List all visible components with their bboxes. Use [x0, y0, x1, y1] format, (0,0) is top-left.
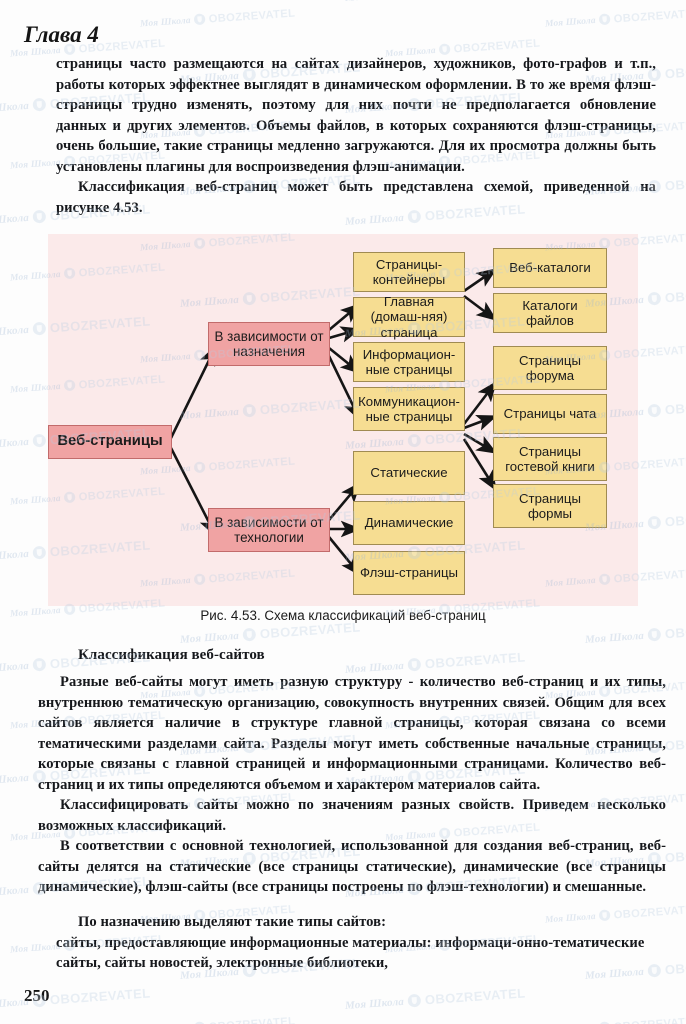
- watermark-brand-text: OBOZREVATEL: [424, 985, 526, 1008]
- paragraph-block-top: страницы часто размещаются на сайтах диз…: [56, 54, 656, 218]
- globe-icon: [647, 627, 662, 642]
- watermark-brand-text: OBOZREVATEL: [664, 507, 686, 530]
- watermark-brand-text: OBOZREVATEL: [664, 171, 686, 194]
- globe-icon: [407, 993, 422, 1008]
- node-forum-pages: Страницы форума: [493, 346, 607, 390]
- globe-icon: [32, 209, 47, 224]
- watermark-brand-text: OBOZREVATEL: [664, 731, 686, 754]
- watermark-school-text: Моя Школа: [0, 435, 30, 451]
- watermark: Моя Школа OBOZREVATEL: [545, 6, 686, 30]
- paragraph-2: Классифицировать сайты можно по значения…: [38, 797, 666, 834]
- watermark-school-text: Моя Школа: [0, 547, 30, 563]
- watermark-school-text: Моя Школа: [0, 883, 30, 899]
- watermark-school-text: Моя Школа: [544, 14, 597, 29]
- watermark: Моя Школа OBOZREVATEL: [584, 619, 686, 647]
- globe-icon: [647, 291, 662, 306]
- watermark-school-text: Моя Школа: [584, 629, 645, 646]
- watermark: Моя Школа OBOZREVATEL: [344, 985, 526, 1013]
- paragraph-block-middle: Разные веб-сайты могут иметь разную стру…: [38, 672, 666, 898]
- watermark-school-text: Моя Школа: [9, 940, 62, 955]
- globe-icon: [598, 13, 611, 26]
- watermark-school-text: Моя Школа: [0, 99, 30, 115]
- globe-icon: [242, 627, 257, 642]
- paragraph-4: По назначению выделяют такие типы сайтов…: [78, 914, 386, 930]
- watermark-brand-text: OBOZREVATEL: [664, 283, 686, 306]
- node-form-pages: Страницы формы: [493, 484, 607, 528]
- watermark-brand-text: OBOZREVATEL: [453, 36, 541, 56]
- watermark-brand-text: OBOZREVATEL: [664, 955, 686, 978]
- node-file-catalogs: Каталоги файлов: [493, 293, 607, 333]
- figure-arrows: [169, 267, 498, 577]
- globe-icon: [32, 321, 47, 336]
- watermark-school-text: Моя Школа: [0, 659, 30, 675]
- watermark-school-text: Моя Школа: [0, 0, 29, 3]
- paragraph-block-list: По назначению выделяют такие типы сайтов…: [56, 912, 656, 974]
- node-root-web-pages: Веб-страницы: [48, 425, 172, 459]
- node-flash-pages: Флэш-страницы: [353, 551, 465, 595]
- watermark-school-text: Моя Школа: [179, 629, 240, 646]
- watermark-brand-text: OBOZREVATEL: [613, 1014, 686, 1024]
- watermark-school-text: Моя Школа: [0, 323, 30, 339]
- watermark-school-text: Моя Школа: [139, 14, 192, 29]
- watermark-brand-text: OBOZREVATEL: [664, 395, 686, 418]
- globe-icon: [32, 545, 47, 560]
- globe-icon: [647, 403, 662, 418]
- globe-icon: [32, 433, 47, 448]
- node-chat-pages: Страницы чата: [493, 394, 607, 434]
- node-dynamic-pages: Динамические: [353, 501, 465, 545]
- paragraph-3: В соответствии с основной технологией, и…: [38, 838, 666, 895]
- globe-icon: [32, 657, 47, 672]
- node-static-pages: Статические: [353, 451, 465, 495]
- node-communication-pages: Коммуникацион-ные страницы: [353, 387, 465, 431]
- node-container-pages: Страницы-контейнеры: [353, 252, 465, 292]
- paragraph-1: Разные веб-сайты могут иметь разную стру…: [38, 674, 666, 793]
- node-web-catalogs: Веб-каталоги: [493, 248, 607, 288]
- node-by-purpose: В зависимости от назначения: [208, 322, 330, 366]
- watermark-brand-text: OBOZREVATEL: [49, 985, 151, 1008]
- node-guestbook-pages: Страницы гостевой книги: [493, 437, 607, 481]
- watermark-school-text: Моя Школа: [0, 211, 30, 227]
- watermark-school-text: Моя Школа: [0, 771, 30, 787]
- globe-icon: [647, 515, 662, 530]
- globe-icon: [32, 97, 47, 112]
- node-informational-pages: Информацион-ные страницы: [353, 342, 465, 382]
- node-by-technology: В зависимости от технологии: [208, 508, 330, 552]
- figure-web-pages-classification: Веб-страницы В зависимости от назначения…: [48, 234, 638, 606]
- watermark-brand-text: OBOZREVATEL: [664, 59, 686, 82]
- figure-caption: Рис. 4.53. Схема классификаций веб-стран…: [200, 608, 486, 623]
- watermark-brand-text: OBOZREVATEL: [208, 1014, 296, 1024]
- watermark: Моя Школа OBOZREVATEL: [140, 6, 296, 30]
- chapter-title: Глава 4: [24, 22, 99, 47]
- node-home-page: Главная (домаш-няя) страница: [353, 294, 465, 340]
- watermark-school-text: Моя Школа: [344, 995, 405, 1012]
- paragraph-5: сайты, предоставляющие информационные ма…: [56, 934, 645, 972]
- paragraph-top: страницы часто размещаются на сайтах диз…: [56, 56, 656, 175]
- watermark-brand-text: OBOZREVATEL: [613, 6, 686, 26]
- watermark-brand-text: OBOZREVATEL: [664, 619, 686, 642]
- watermark-brand-text: OBOZREVATEL: [664, 843, 686, 866]
- watermark-school-text: Моя Школа: [9, 156, 62, 171]
- globe-icon: [193, 13, 206, 26]
- section-heading: Классификация веб-сайтов: [78, 647, 265, 663]
- watermark-school-text: Моя Школа: [345, 0, 405, 3]
- paragraph-top2: Классификация веб-страниц может быть пре…: [56, 179, 656, 216]
- watermark-brand-text: OBOZREVATEL: [208, 6, 296, 26]
- page-number: 250: [24, 986, 50, 1005]
